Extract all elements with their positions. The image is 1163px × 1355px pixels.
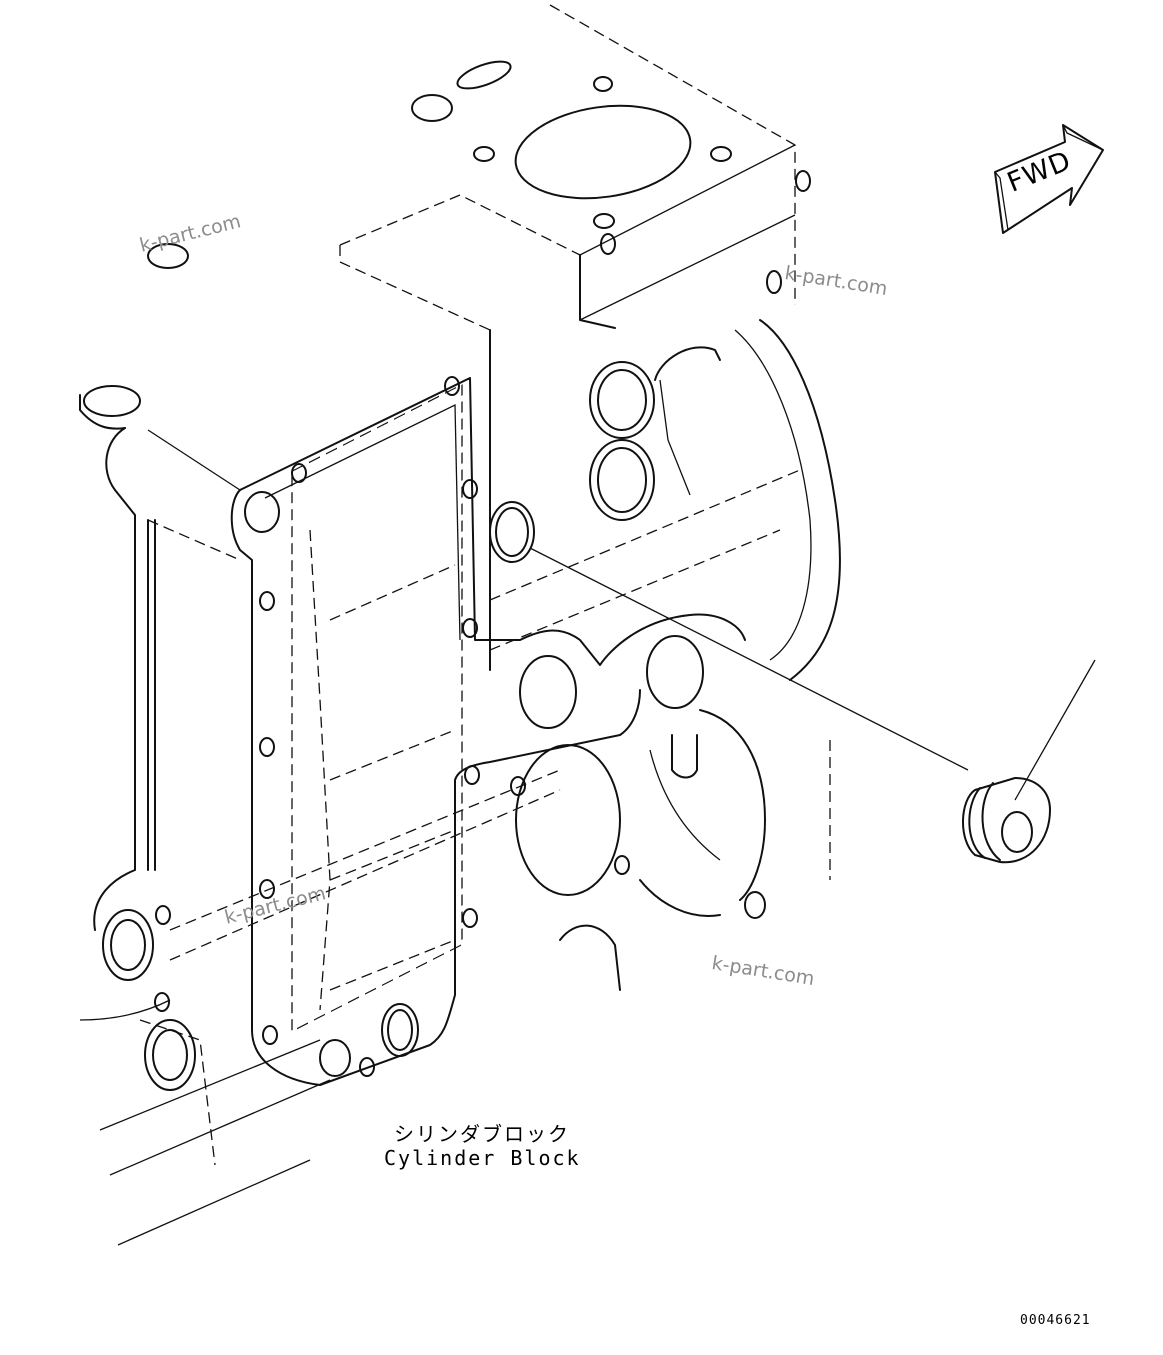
upper-head-outline	[339, 4, 796, 331]
fwd-arrow	[994, 124, 1104, 234]
left-block	[79, 394, 561, 1246]
leader-line-to-block	[529, 547, 969, 771]
top-face-holes	[83, 60, 811, 417]
plug-part	[962, 777, 1051, 864]
right-ports	[489, 319, 841, 991]
part-name-english: Cylinder Block	[384, 1146, 581, 1170]
leader-line-callout	[1014, 659, 1096, 801]
front-plate	[230, 376, 746, 1086]
part-name-japanese: シリンダブロック	[394, 1122, 570, 1146]
figure-code: 00046621	[1020, 1313, 1091, 1328]
